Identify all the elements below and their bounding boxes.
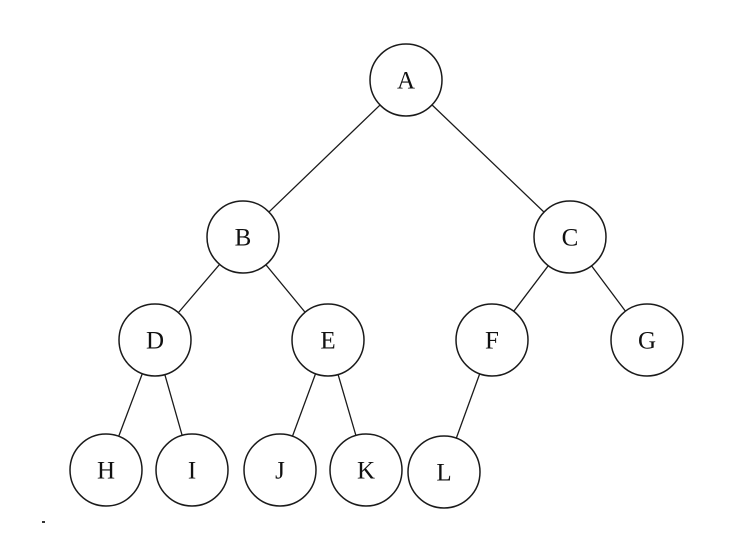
node-circle xyxy=(407,435,481,509)
node-circle xyxy=(69,433,143,507)
tree-node-c: C xyxy=(533,200,607,274)
node-label: K xyxy=(357,458,375,485)
node-label: C xyxy=(562,225,579,252)
tree-node-a: A xyxy=(369,43,443,117)
node-circle xyxy=(610,303,684,377)
node-label: D xyxy=(146,328,164,355)
node-circle xyxy=(291,303,365,377)
node-label: A xyxy=(397,68,415,95)
node-label: F xyxy=(485,328,499,355)
tree-node-f: F xyxy=(455,303,529,377)
node-label: G xyxy=(638,328,656,355)
tree-node-d: D xyxy=(118,303,192,377)
tree-node-e: E xyxy=(291,303,365,377)
edge-a-c xyxy=(405,79,571,238)
edge-a-b xyxy=(242,79,407,238)
node-circle xyxy=(329,433,403,507)
tree-node-g: G xyxy=(610,303,684,377)
node-circle xyxy=(118,303,192,377)
node-label: H xyxy=(97,458,115,485)
node-label: B xyxy=(235,225,252,252)
tree-node-b: B xyxy=(206,200,280,274)
nodes-layer: A B C D E F G H I J K L xyxy=(69,43,684,509)
tree-node-i: I xyxy=(155,433,229,507)
node-label: E xyxy=(320,328,335,355)
node-label: J xyxy=(275,458,285,485)
tree-node-k: K xyxy=(329,433,403,507)
node-circle xyxy=(369,43,443,117)
tree-node-h: H xyxy=(69,433,143,507)
node-circle xyxy=(206,200,280,274)
node-circle xyxy=(533,200,607,274)
edges-layer xyxy=(105,79,648,473)
node-label: L xyxy=(436,460,451,487)
node-circle xyxy=(455,303,529,377)
tree-node-l: L xyxy=(407,435,481,509)
node-label: I xyxy=(188,458,196,485)
stray-dot xyxy=(42,521,45,523)
tree-node-j: J xyxy=(243,433,317,507)
node-circle xyxy=(243,433,317,507)
node-circle xyxy=(155,433,229,507)
